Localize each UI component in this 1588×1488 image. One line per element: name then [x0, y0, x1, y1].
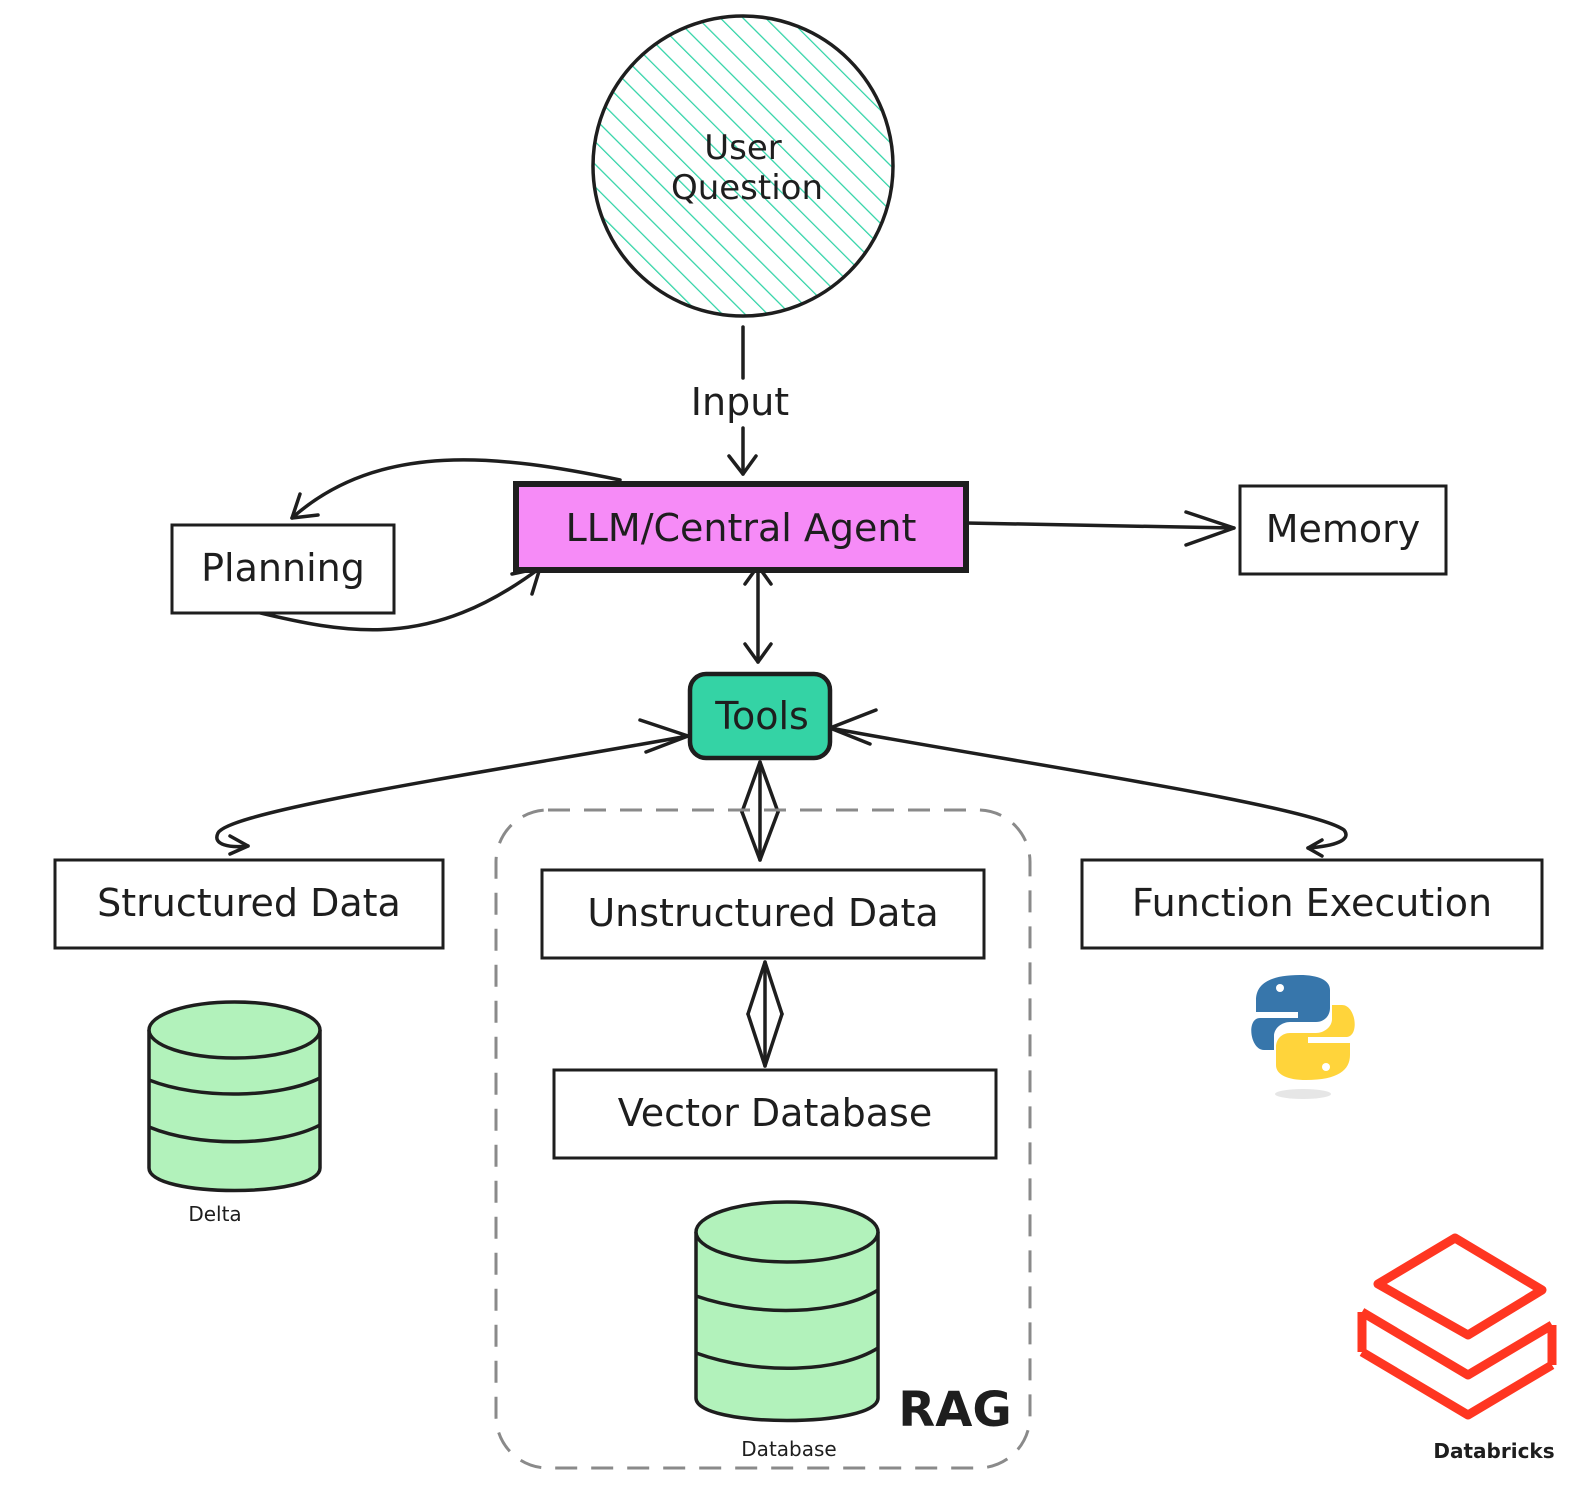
planning-label: Planning: [201, 546, 365, 590]
rag-database-label: Database: [741, 1437, 836, 1461]
vector-database-label: Vector Database: [618, 1091, 932, 1135]
edge-tools-unstructured: [740, 760, 780, 862]
planning-node[interactable]: Planning: [170, 523, 396, 615]
databricks-label: Databricks: [1433, 1439, 1554, 1463]
rag-label: RAG: [898, 1382, 1012, 1438]
rag-database-icon: [694, 1200, 880, 1423]
unstructured-data-label: Unstructured Data: [587, 891, 938, 935]
edge-input: [727, 325, 758, 476]
function-execution-node[interactable]: Function Execution: [1080, 858, 1544, 950]
llm-agent-label: LLM/Central Agent: [566, 506, 917, 550]
edge-agent-to-memory: [964, 510, 1236, 547]
delta-database-icon: [147, 1000, 322, 1193]
databricks-logo-icon: [1357, 1233, 1557, 1420]
user-question-line1: User: [704, 128, 782, 168]
llm-central-agent-node[interactable]: LLM/Central Agent: [513, 481, 969, 573]
structured-data-label: Structured Data: [97, 881, 401, 925]
structured-data-node[interactable]: Structured Data: [53, 858, 445, 950]
user-question-node[interactable]: User Question: [591, 14, 895, 318]
memory-node[interactable]: Memory: [1238, 484, 1448, 576]
input-label: Input: [691, 380, 789, 424]
edge-tools-function: [828, 708, 1348, 858]
edge-unstructured-vector: [746, 960, 784, 1068]
tools-node[interactable]: Tools: [687, 671, 833, 761]
edge-agent-tools: [743, 564, 773, 664]
edge-agent-to-planning: [290, 458, 622, 520]
unstructured-data-node[interactable]: Unstructured Data: [540, 868, 986, 960]
memory-label: Memory: [1266, 507, 1421, 551]
tools-label: Tools: [714, 694, 809, 738]
delta-label: Delta: [188, 1202, 241, 1226]
edge-tools-structured: [215, 718, 690, 856]
vector-database-node[interactable]: Vector Database: [552, 1068, 998, 1160]
function-execution-label: Function Execution: [1132, 881, 1492, 925]
user-question-line2: Question: [671, 168, 823, 208]
python-logo-icon: [1251, 975, 1355, 1099]
